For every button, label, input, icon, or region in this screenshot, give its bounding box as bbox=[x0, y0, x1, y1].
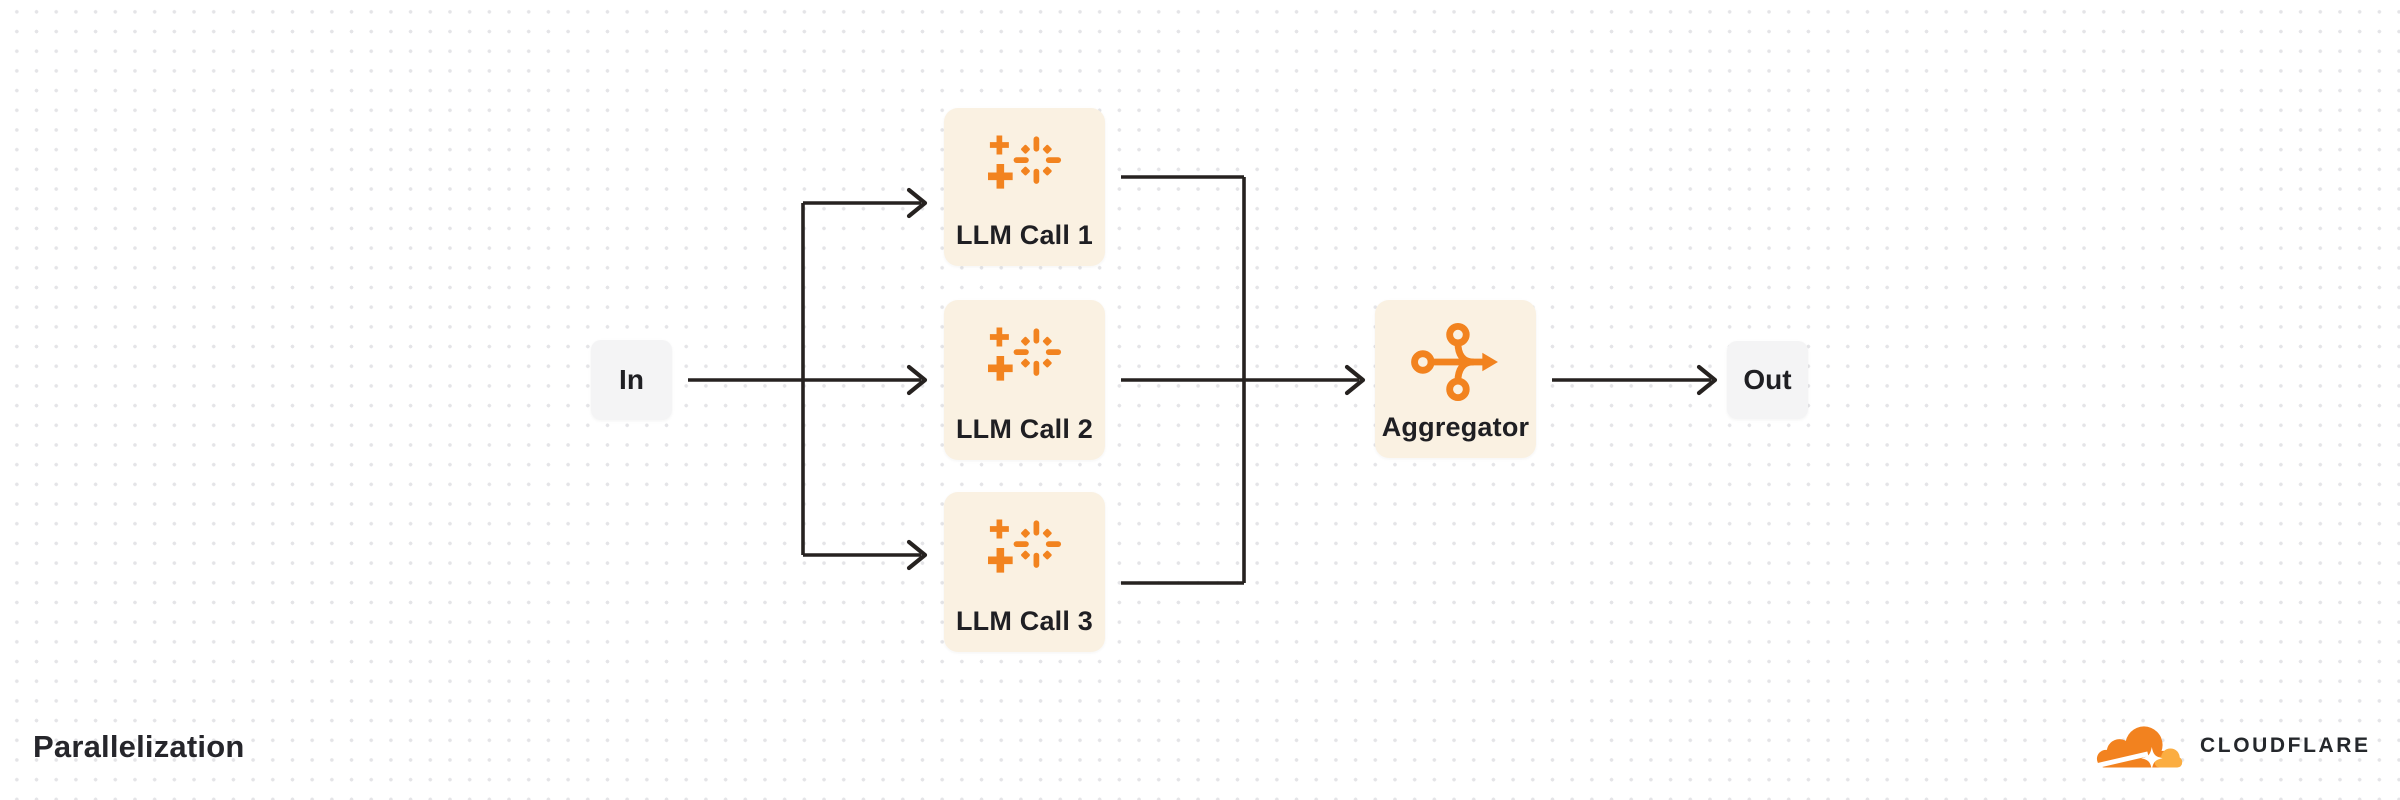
sparkle-icon bbox=[987, 322, 1062, 388]
cloudflare-logo: CLOUDFLARE bbox=[2093, 721, 2371, 771]
node-llm-call-2: LLM Call 2 bbox=[944, 300, 1105, 460]
node-llm-call-1-label: LLM Call 1 bbox=[955, 220, 1093, 250]
merge-arrow-icon bbox=[1410, 322, 1501, 402]
node-out: Out bbox=[1727, 341, 1808, 419]
node-aggregator: Aggregator bbox=[1375, 300, 1536, 458]
sparkle-icon bbox=[987, 130, 1062, 196]
node-llm-call-3-label: LLM Call 3 bbox=[955, 606, 1093, 636]
node-llm-call-2-label: LLM Call 2 bbox=[955, 414, 1093, 444]
node-llm-call-1: LLM Call 1 bbox=[944, 108, 1105, 266]
node-in-label: In bbox=[619, 364, 644, 395]
arrowhead-llm2 bbox=[906, 364, 928, 396]
node-in: In bbox=[591, 340, 672, 420]
cloudflare-wordmark: CLOUDFLARE bbox=[2200, 734, 2371, 757]
arrowhead-llm1 bbox=[906, 187, 928, 219]
diagram-title: Parallelization bbox=[33, 729, 245, 764]
cloudflare-cloud-icon bbox=[2093, 721, 2191, 771]
arrowhead-out bbox=[1696, 364, 1718, 396]
node-out-label: Out bbox=[1743, 364, 1792, 395]
node-aggregator-label: Aggregator bbox=[1381, 412, 1530, 442]
node-llm-call-3: LLM Call 3 bbox=[944, 492, 1105, 652]
arrowhead-llm3 bbox=[906, 539, 928, 571]
sparkle-icon bbox=[987, 514, 1062, 580]
arrowhead-aggregator bbox=[1344, 364, 1366, 396]
